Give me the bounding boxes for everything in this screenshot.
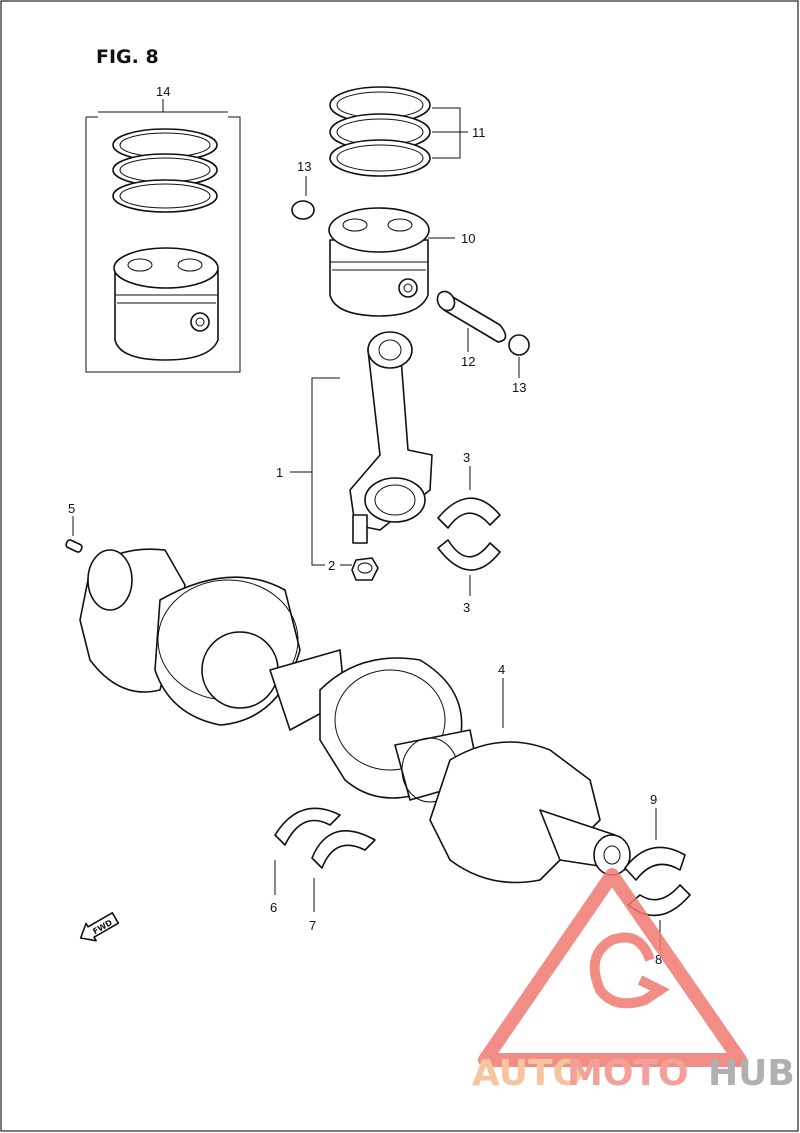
piston-pin bbox=[436, 290, 507, 352]
connecting-rod-nut bbox=[340, 557, 379, 581]
callout-13-right: 13 bbox=[512, 380, 526, 395]
callout-3-top: 3 bbox=[463, 450, 470, 465]
callout-6: 6 bbox=[270, 900, 277, 915]
crankshaft-main-bearing-lower bbox=[311, 830, 376, 912]
callout-2: 2 bbox=[328, 558, 335, 573]
callout-10: 10 bbox=[461, 231, 475, 246]
callout-8: 8 bbox=[655, 952, 662, 967]
watermark-moto: MOTO bbox=[567, 1053, 689, 1094]
callout-13-left: 13 bbox=[297, 159, 311, 174]
callout-12: 12 bbox=[461, 354, 475, 369]
figure-title: FIG. 8 bbox=[96, 46, 159, 68]
callout-4: 4 bbox=[498, 662, 505, 677]
callout-9: 9 bbox=[650, 792, 657, 807]
callout-14: 14 bbox=[156, 84, 170, 99]
automotohub-logo-icon bbox=[478, 868, 747, 1067]
piston-pin-clip-left bbox=[291, 200, 315, 220]
piston-assembly-group bbox=[85, 99, 241, 373]
callout-11: 11 bbox=[472, 125, 486, 140]
piston bbox=[328, 207, 455, 317]
crankshaft-main-bearing-upper bbox=[274, 807, 341, 895]
connecting-rod bbox=[290, 331, 433, 566]
watermark-auto: AUTO bbox=[472, 1053, 583, 1094]
watermark-hub: HUB bbox=[708, 1053, 795, 1094]
callout-7: 7 bbox=[309, 918, 316, 933]
connecting-rod-bearings bbox=[437, 466, 501, 596]
forward-arrow-icon: FWD bbox=[79, 912, 120, 942]
crankshaft bbox=[79, 548, 631, 884]
piston-pin-clip-right bbox=[508, 334, 530, 356]
callout-3-bottom: 3 bbox=[463, 600, 470, 615]
piston-rings bbox=[329, 86, 468, 177]
callout-1: 1 bbox=[276, 465, 283, 480]
crankshaft-end-bearing-upper bbox=[624, 808, 686, 881]
dowel-pin bbox=[65, 516, 83, 553]
callout-5: 5 bbox=[68, 501, 75, 516]
